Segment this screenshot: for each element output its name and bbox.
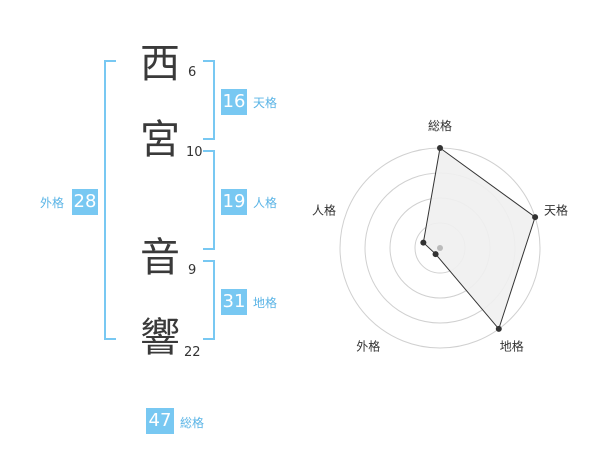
radar-point-1 bbox=[437, 145, 443, 151]
stroke-count-3: 9 bbox=[188, 263, 197, 278]
stroke-count-1: 6 bbox=[188, 65, 197, 80]
soukaku-label: 総格 bbox=[180, 416, 205, 430]
radar-point-4 bbox=[432, 251, 439, 258]
radar-point-2 bbox=[532, 214, 539, 221]
radar-axis-label: 人格 bbox=[312, 202, 336, 217]
chikaku-bracket bbox=[203, 260, 215, 340]
radar-axis-label: 総格 bbox=[428, 118, 452, 133]
jinkaku-value: 19 bbox=[221, 189, 247, 215]
gaikaku-value: 28 bbox=[72, 189, 98, 215]
radar-axis-label: 天格 bbox=[544, 202, 568, 217]
radar-axis-label: 外格 bbox=[356, 339, 380, 354]
name-char-4: 響 bbox=[140, 315, 180, 361]
name-char-1: 西 bbox=[140, 41, 180, 87]
jinkaku-label: 人格 bbox=[253, 196, 278, 210]
chikaku-label: 地格 bbox=[253, 296, 278, 310]
radar-axis-label: 地格 bbox=[500, 339, 524, 354]
name-char-3: 音 bbox=[140, 235, 180, 281]
name-char-2: 宮 bbox=[140, 117, 180, 163]
tenkaku-value: 16 bbox=[221, 89, 247, 115]
gaikaku-bracket bbox=[104, 60, 116, 340]
stroke-count-4: 22 bbox=[184, 345, 201, 360]
tenkaku-bracket bbox=[203, 60, 215, 140]
gaikaku-label: 外格 bbox=[40, 196, 65, 210]
radar-point-3 bbox=[495, 325, 502, 332]
radar-area bbox=[422, 147, 536, 330]
tenkaku-label: 天格 bbox=[253, 96, 278, 110]
radar-point-5 bbox=[420, 239, 427, 246]
jinkaku-bracket bbox=[203, 150, 215, 250]
radar-center-dot bbox=[437, 245, 443, 251]
stroke-count-2: 10 bbox=[186, 145, 203, 160]
chikaku-value: 31 bbox=[221, 289, 247, 315]
soukaku-value: 47 bbox=[146, 408, 174, 434]
